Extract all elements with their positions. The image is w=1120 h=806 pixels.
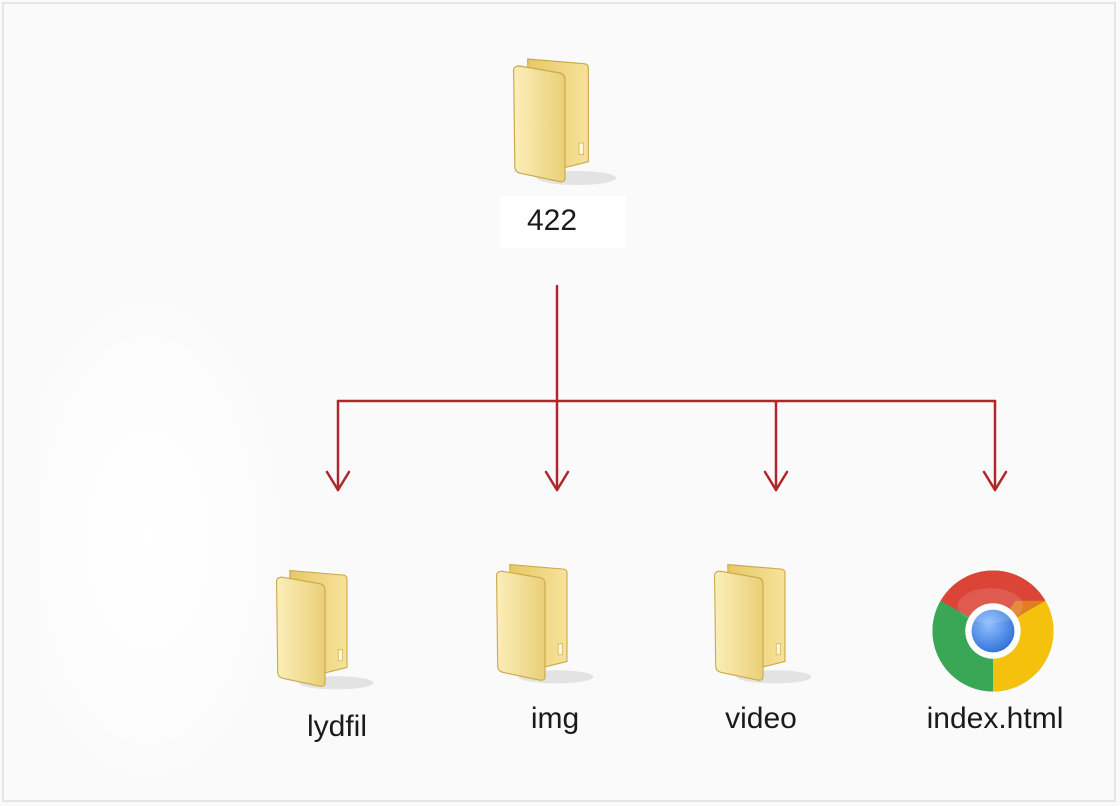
arrowhead-video (763, 470, 789, 492)
arrowhead-index (982, 470, 1008, 492)
folder-icon (512, 58, 617, 185)
arrowhead-img (544, 470, 570, 492)
folder-label-img: img (530, 702, 580, 735)
folder-img[interactable] (490, 556, 600, 692)
folder-video[interactable] (708, 556, 818, 692)
background-glow (40, 300, 280, 780)
folder-icon (713, 564, 812, 684)
arrowhead-lydfil (325, 470, 351, 492)
folder-label-video: video (725, 702, 797, 735)
folder-icon (275, 570, 374, 690)
folder-icon (495, 564, 594, 684)
root-folder[interactable] (500, 52, 630, 192)
root-label-background (500, 196, 626, 248)
root-folder-label: 422 (526, 204, 578, 237)
folder-lydfil[interactable] (270, 562, 380, 698)
file-label-index-html: index.html (926, 702, 1064, 735)
file-index-html[interactable] (930, 568, 1056, 694)
folder-label-lydfil: lydfil (306, 710, 367, 743)
chrome-icon (932, 570, 1054, 692)
